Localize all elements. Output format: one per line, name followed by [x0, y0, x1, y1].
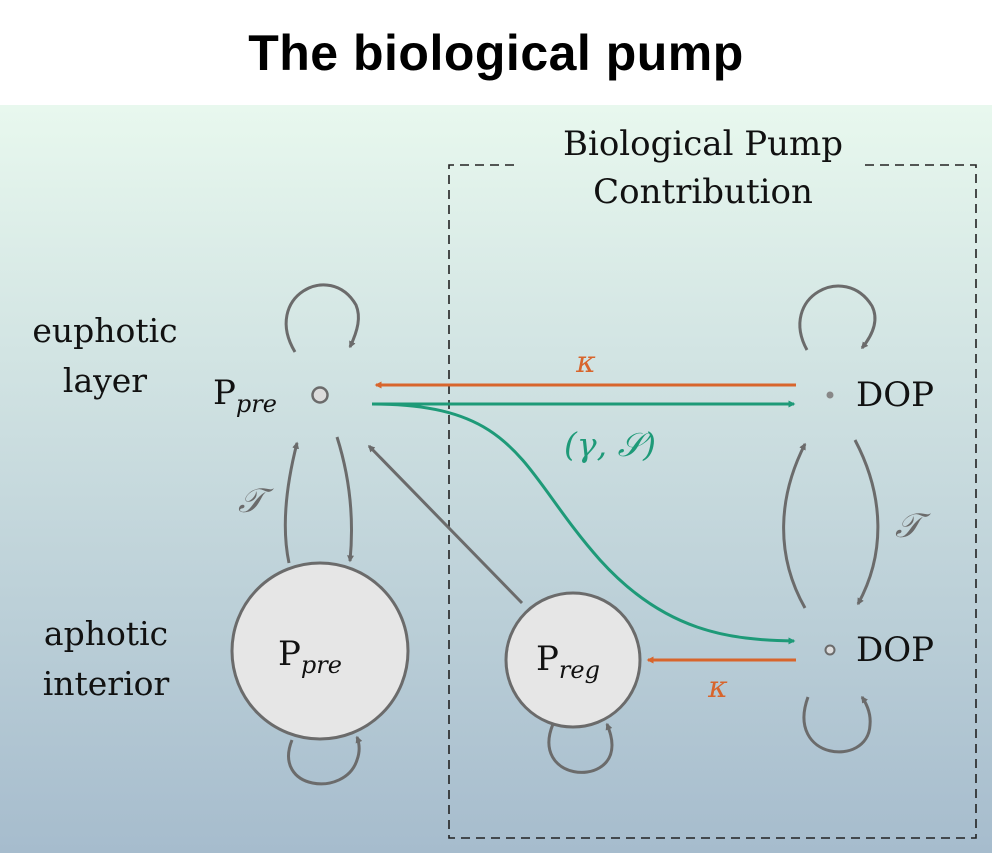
preg-label: Preg	[536, 639, 600, 684]
preg-to-ppre-arrow	[367, 444, 524, 605]
ppre-interior-main: P	[278, 634, 301, 674]
ppre-interior-node	[230, 561, 410, 741]
kappa-bottom-label: κ	[707, 670, 728, 705]
euphotic-label-line2: layer	[63, 361, 147, 400]
box-label-line2: Contribution	[593, 172, 813, 212]
tau-left-up-arrow	[283, 441, 300, 564]
ppre-interior-self-loop	[287, 735, 363, 786]
ppre-surface-sub: pre	[236, 390, 277, 418]
kappa-top-label: κ	[575, 345, 596, 380]
box-label-line1: Biological Pump	[563, 124, 843, 164]
ppre-surface-node	[311, 386, 329, 404]
gamma-s-label: (γ, 𝒮)	[564, 425, 656, 464]
aphotic-label-line2: interior	[43, 664, 170, 703]
ppre-interior-label: Ppre	[278, 634, 342, 679]
dop-interior-self-loop	[802, 695, 872, 754]
euphotic-label-line1: euphotic	[32, 311, 177, 350]
aphotic-label-line1: aphotic	[44, 614, 168, 653]
ppre-surface-label: Ppre	[213, 373, 277, 418]
preg-sub: reg	[559, 656, 600, 684]
preg-self-loop	[547, 722, 614, 774]
tau-right-down-arrow	[853, 439, 880, 606]
dop-surface-self-loop	[798, 284, 877, 351]
preg-node	[504, 591, 642, 729]
contribution-box	[448, 164, 977, 839]
dop-interior-label: DOP	[856, 630, 934, 670]
dop-interior-node	[824, 644, 836, 656]
dop-surface-label: DOP	[856, 375, 934, 415]
ppre-surface-self-loop	[284, 283, 360, 353]
dop-surface-node	[826, 391, 834, 399]
preg-main: P	[536, 639, 559, 679]
gamma-curved-arrow	[371, 402, 796, 645]
ppre-surface-main: P	[213, 373, 236, 413]
tau-left-down-arrow	[335, 436, 355, 563]
tau-right-up-arrow	[782, 442, 807, 609]
page-title: The biological pump	[248, 24, 744, 81]
background-gradient	[0, 105, 992, 853]
ppre-interior-sub: pre	[301, 651, 342, 679]
